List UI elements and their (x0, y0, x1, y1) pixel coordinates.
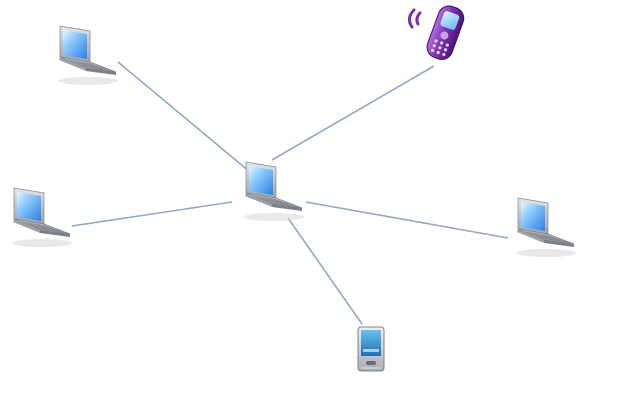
laptop-icon (243, 161, 305, 222)
network-nodes (11, 2, 577, 372)
mobile-phone-icon (407, 2, 469, 64)
node-laptop-left (11, 187, 73, 248)
link-hub-laptop-right (305, 201, 509, 239)
laptop-icon (11, 187, 73, 248)
laptop-icon (57, 25, 119, 86)
node-hub (243, 161, 305, 222)
node-mobile-phone (407, 2, 469, 64)
link-hub-laptop-top-left (117, 61, 251, 173)
node-laptop-right (515, 197, 577, 258)
link-hub-pda (287, 217, 363, 325)
node-laptop-top-left (57, 25, 119, 86)
laptop-icon (515, 197, 577, 258)
network-links (71, 61, 509, 325)
node-pda (357, 326, 385, 372)
link-hub-laptop-left (71, 201, 233, 227)
link-hub-mobile-phone (271, 65, 435, 161)
pda-icon (357, 326, 385, 372)
